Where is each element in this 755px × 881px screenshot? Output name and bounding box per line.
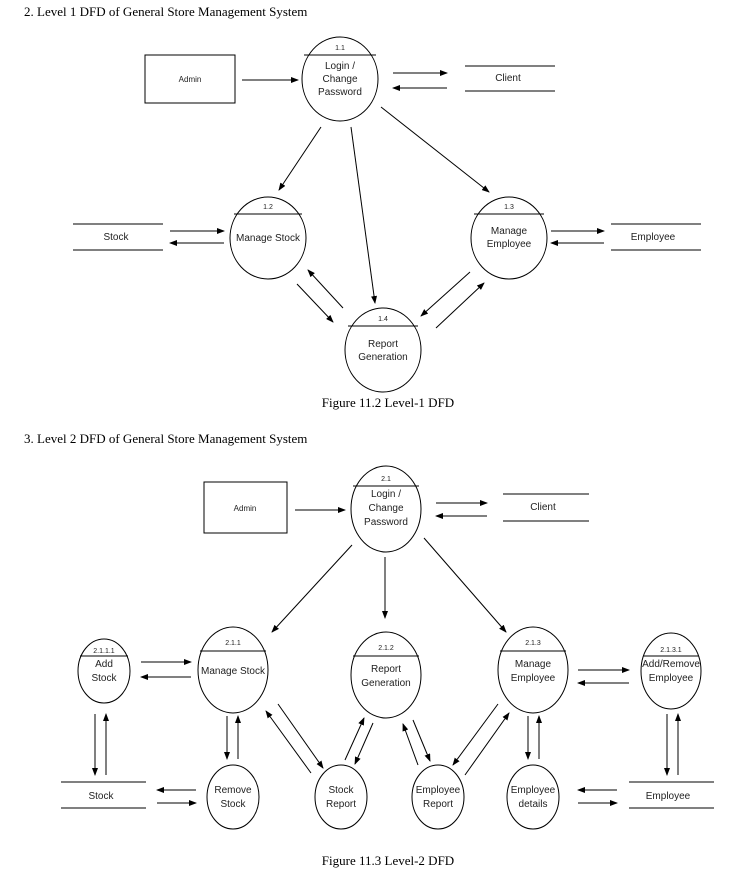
level2-stock-store: Stock: [61, 781, 146, 809]
level1-stock-label: Stock: [103, 232, 129, 243]
process-1-4-line-2: Generation: [358, 352, 407, 363]
process-1-1-line-3: Password: [318, 87, 362, 98]
remove-stock-line-1: Remove: [214, 785, 252, 796]
process-2-1-number: 2.1: [381, 476, 391, 483]
process-2-1-2-line-1: Report: [371, 664, 401, 675]
process-2-1-2-number: 2.1.2: [378, 645, 394, 652]
process-2-1-1: 2.1.1 Manage Stock: [197, 626, 269, 714]
level1-client-label: Client: [495, 73, 521, 84]
level1-employee-label: Employee: [631, 232, 676, 243]
process-2-1-1-1-number: 2.1.1.1: [93, 648, 115, 655]
level1-diagram: Admin Client Stock Employee 1.1 Login / …: [73, 36, 701, 393]
flow-2-1-1-to-stock-report: [277, 703, 324, 769]
level2-stock-label: Stock: [88, 791, 114, 802]
process-2-1-1-1-line-2: Stock: [91, 673, 117, 684]
process-2-1-3-line-2: Employee: [511, 673, 556, 684]
process-1-4-number: 1.4: [378, 316, 388, 323]
process-2-1-3-number: 2.1.3: [525, 640, 541, 647]
process-2-1-1-1: 2.1.1.1 Add Stock: [77, 638, 131, 704]
process-2-1-3-1-number: 2.1.3.1: [660, 647, 682, 654]
process-1-2: 1.2 Manage Stock: [229, 196, 307, 280]
flow-stock-report-to-2-1-2: [344, 717, 365, 761]
process-2-1-3-1-line-2: Employee: [649, 673, 694, 684]
process-2-1-3-line-1: Manage: [515, 659, 552, 670]
process-2-1-2-line-2: Generation: [361, 678, 410, 689]
flow-2-1-to-2-1-3: [423, 537, 507, 633]
flow-1-4-to-1-2: [307, 269, 344, 309]
employee-report-line-2: Report: [423, 799, 453, 810]
process-1-1-line-1: Login /: [325, 61, 355, 72]
employee-details-line-1: Employee: [511, 785, 556, 796]
process-2-1-1-1-line-1: Add: [95, 659, 113, 670]
process-1-3: 1.3 Manage Employee: [470, 196, 548, 280]
level1-client-store: Client: [465, 65, 555, 92]
level1-admin-entity: Admin: [144, 54, 236, 104]
process-1-4-line-1: Report: [368, 339, 398, 350]
flow-1-4-to-1-3: [435, 282, 485, 329]
stock-report-line-2: Report: [326, 799, 356, 810]
process-2-1-line-1: Login /: [371, 489, 401, 500]
level1-flows: [169, 70, 605, 329]
level2-employee-label: Employee: [646, 791, 691, 802]
employee-report-line-1: Employee: [416, 785, 461, 796]
stock-report-line-1: Stock: [328, 785, 354, 796]
level1-stock-store: Stock: [73, 223, 163, 251]
process-2-1-2: 2.1.2 Report Generation: [350, 631, 422, 719]
employee-report-process: Employee Report: [411, 764, 465, 830]
remove-stock-line-2: Stock: [220, 799, 246, 810]
remove-stock-process: Remove Stock: [206, 764, 260, 830]
flow-stock-report-to-2-1-1: [265, 710, 312, 774]
process-2-1-1-number: 2.1.1: [225, 640, 241, 647]
level2-client-store: Client: [503, 493, 589, 522]
process-2-1-line-2: Change: [368, 503, 403, 514]
flow-2-1-3-to-employee-report: [452, 703, 499, 766]
level2-flows: [92, 500, 681, 806]
flow-2-1-to-2-1-1: [271, 544, 353, 633]
employee-details-process: Employee details: [506, 764, 560, 830]
flow-1-1-to-1-3: [380, 106, 490, 193]
level2-employee-store: Employee: [629, 781, 714, 809]
process-1-2-number: 1.2: [263, 204, 273, 211]
flow-employee-report-to-2-1-2: [402, 723, 419, 766]
flow-1-1-to-1-2: [278, 126, 322, 191]
process-2-1-3-1: 2.1.3.1 Add/Remove Employee: [640, 632, 702, 710]
process-1-1: 1.1 Login / Change Password: [301, 36, 379, 122]
level2-heading: 3. Level 2 DFD of General Store Manageme…: [24, 431, 308, 446]
level2-admin-entity: Admin: [203, 481, 288, 534]
process-1-1-line-2: Change: [322, 74, 357, 85]
level2-client-label: Client: [530, 502, 556, 513]
level1-admin-label: Admin: [179, 75, 202, 84]
level1-caption: Figure 11.2 Level-1 DFD: [321, 395, 455, 410]
process-1-4: 1.4 Report Generation: [344, 307, 422, 393]
process-2-1-3: 2.1.3 Manage Employee: [497, 626, 569, 714]
flow-employee-report-to-2-1-3: [464, 712, 510, 776]
flow-2-1-2-to-stock-report: [354, 722, 374, 765]
level1-employee-store: Employee: [611, 223, 701, 251]
process-1-1-number: 1.1: [335, 45, 345, 52]
process-2-1-3-1-line-1: Add/Remove: [642, 659, 700, 670]
process-2-1: 2.1 Login / Change Password: [350, 465, 422, 553]
flow-1-1-to-1-4: [350, 126, 378, 304]
stock-report-process: Stock Report: [314, 764, 368, 830]
process-2-1-1-line-1: Manage Stock: [201, 666, 266, 677]
flow-1-2-to-1-4: [296, 283, 334, 323]
level2-caption: Figure 11.3 Level-2 DFD: [321, 853, 455, 868]
process-2-1-line-3: Password: [364, 517, 408, 528]
process-1-3-line-2: Employee: [487, 239, 532, 250]
level1-heading: 2. Level 1 DFD of General Store Manageme…: [24, 4, 308, 19]
flow-2-1-2-to-employee-report: [412, 719, 431, 762]
employee-details-line-2: details: [519, 799, 548, 810]
level2-diagram: Admin Client Stock Employee 2.1 Login / …: [61, 465, 714, 830]
process-1-2-line-1: Manage Stock: [236, 233, 301, 244]
process-1-3-line-1: Manage: [491, 226, 528, 237]
process-1-3-number: 1.3: [504, 204, 514, 211]
flow-1-3-to-1-4: [420, 271, 471, 317]
level2-admin-label: Admin: [234, 504, 257, 513]
